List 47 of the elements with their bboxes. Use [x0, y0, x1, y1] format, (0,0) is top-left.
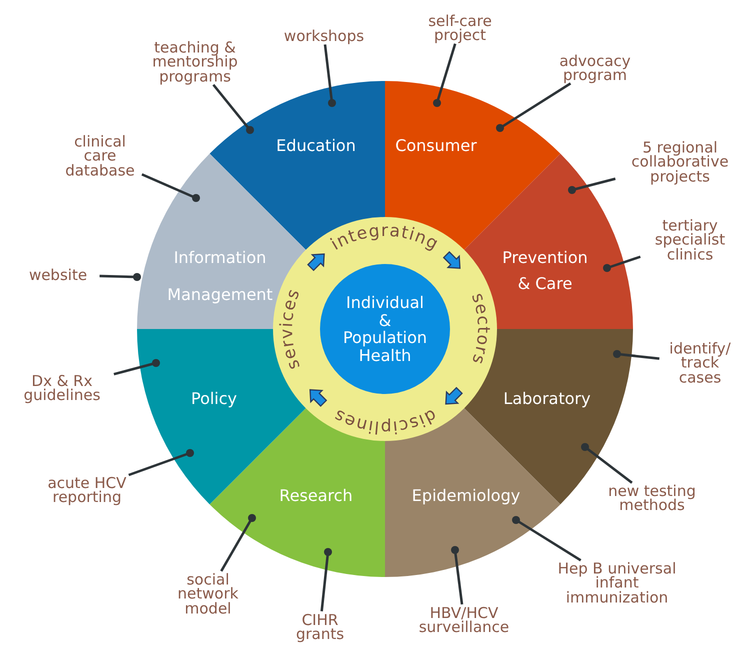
callout-label: identify/ track cases — [661, 342, 739, 384]
leader-line — [100, 273, 141, 281]
callout-label: Hep B universal infant immunization — [552, 562, 682, 604]
leader-line — [512, 516, 582, 562]
leader-line — [320, 548, 332, 612]
segment-label: Information Management — [166, 247, 274, 306]
callout-label: clinical care database — [60, 134, 140, 178]
leader-line — [324, 44, 336, 107]
segment-label: Research — [279, 486, 353, 506]
callout-label: acute HCV reporting — [27, 476, 147, 504]
leader-line — [433, 43, 456, 107]
callout-label: tertiary specialist clinics — [642, 218, 738, 262]
callout-label: advocacy program — [550, 54, 640, 82]
leader-line — [128, 449, 194, 476]
ring-word: integrating — [327, 221, 442, 255]
callout-label: CIHR grants — [285, 612, 355, 642]
callout-label: 5 regional collaborative projects — [618, 140, 742, 184]
leader-line — [581, 443, 633, 484]
callout-label: teaching & mentorship programs — [139, 40, 251, 84]
leader-line — [141, 173, 200, 202]
segment-label: Policy — [190, 389, 238, 409]
segment-label: Consumer — [395, 136, 477, 156]
leader-line — [212, 84, 254, 134]
center-label: Individual & Population Health — [342, 294, 428, 364]
segment-label: Prevention & Care — [501, 247, 589, 295]
segment-label: Education — [276, 136, 356, 156]
leader-line — [568, 178, 616, 194]
leader-line — [613, 350, 660, 360]
leader-line — [220, 514, 256, 572]
callout-label: new testing methods — [592, 484, 712, 512]
direction-arrow — [309, 389, 328, 407]
segment-label: Epidemiology — [412, 486, 520, 506]
direction-arrow — [442, 251, 461, 269]
leader-line — [451, 546, 464, 605]
leader-line — [496, 82, 572, 132]
leader-line — [114, 359, 160, 376]
callout-label: Dx & Rx guidelines — [12, 374, 112, 402]
callout-label: website — [18, 268, 98, 282]
ring-band — [272, 216, 498, 442]
segment-label: Laboratory — [503, 389, 591, 409]
callout-label: self-care project — [415, 14, 505, 42]
callout-label: HBV/HCV surveillance — [409, 606, 519, 634]
direction-arrow — [445, 386, 463, 405]
callout-label: workshops — [274, 28, 374, 44]
ring-word: disciplines — [330, 404, 440, 437]
callout-label: social network model — [168, 572, 248, 616]
direction-arrow — [307, 253, 325, 272]
